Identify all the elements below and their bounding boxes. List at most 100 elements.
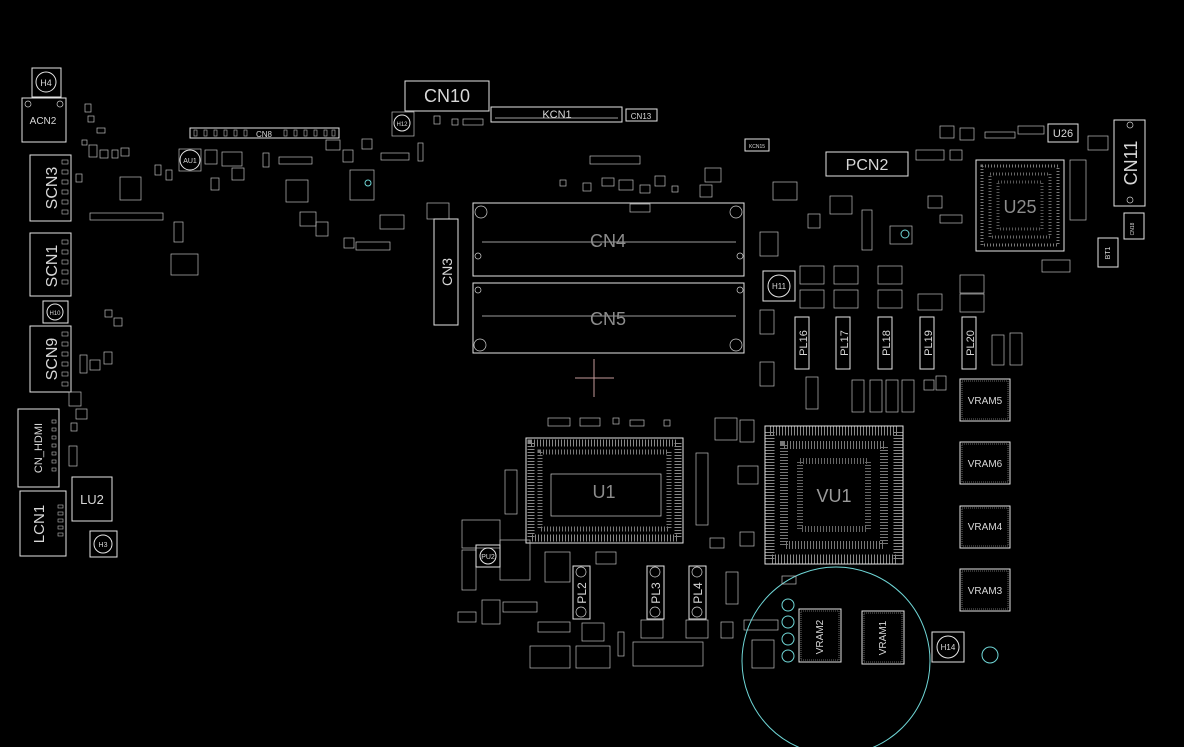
chip-pu2[interactable]: PU2	[475, 544, 501, 568]
small-components-top-left	[154, 111, 484, 251]
inductor-pl19[interactable]: PL19	[919, 316, 935, 370]
label-scn9: SCN9	[44, 338, 61, 381]
chip-vram6[interactable]: VRAM6	[959, 441, 1011, 485]
small-components-left	[68, 103, 199, 467]
small-components-bottom-center	[457, 571, 779, 669]
chip-u1[interactable]: U1	[525, 437, 684, 544]
label-h4: H4	[40, 78, 52, 88]
inductor-pl20[interactable]: PL20	[961, 316, 977, 370]
chip-vram3[interactable]: VRAM3	[959, 568, 1011, 612]
cursor-crosshair	[575, 359, 614, 397]
hole-h14[interactable]: H14	[931, 631, 965, 663]
label-cn13: CN13	[631, 112, 652, 121]
label-pl2: PL2	[575, 582, 589, 604]
connector-kcn1[interactable]: KCN1	[490, 106, 623, 123]
label-pl17: PL17	[839, 330, 851, 356]
label-h11: H11	[772, 282, 787, 291]
label-lcn1: LCN1	[31, 505, 48, 543]
label-scn1: SCN1	[44, 245, 61, 288]
power-caps-row	[759, 265, 1023, 413]
label-cn18: CN18	[1130, 222, 1136, 235]
label-u1: U1	[592, 482, 615, 502]
chip-vram2[interactable]: VRAM2	[798, 608, 842, 663]
via-marker	[900, 229, 910, 239]
connector-cn13[interactable]: CN13	[625, 108, 658, 122]
label-pl20: PL20	[965, 330, 977, 356]
hole-h11[interactable]: H11	[762, 270, 796, 302]
connector-scn1[interactable]: SCN1	[29, 232, 72, 297]
connector-kcn15[interactable]: KCN15	[744, 138, 770, 152]
label-pcn2: PCN2	[846, 157, 889, 174]
inductor-pl4[interactable]: PL4	[688, 565, 707, 620]
via-marker	[364, 179, 372, 187]
chip-u25[interactable]: U25	[975, 159, 1065, 252]
hole-h3[interactable]: H3	[89, 530, 118, 558]
inductor-pl2[interactable]: PL2	[572, 565, 591, 620]
label-vram1: VRAM1	[878, 620, 889, 655]
label-kcn15: KCN15	[749, 144, 765, 150]
label-vram3: VRAM3	[968, 586, 1003, 597]
connector-cn8[interactable]: CN8	[189, 127, 340, 139]
hole-h12[interactable]: H12	[393, 114, 411, 132]
chip-au1[interactable]: AU1	[178, 148, 202, 172]
connector-cn4[interactable]: CN4	[472, 202, 745, 277]
label-cn8: CN8	[256, 130, 273, 139]
label-lu2: LU2	[80, 492, 104, 507]
label-cn-hdmi: CN_HDMI	[33, 423, 45, 473]
label-h3: H3	[99, 542, 108, 549]
connector-cn3[interactable]: CN3	[433, 218, 459, 326]
label-cn5: CN5	[590, 309, 626, 329]
connector-scn3[interactable]: SCN3	[29, 154, 72, 222]
connector-cn11[interactable]: CN11	[1113, 119, 1146, 207]
label-vram6: VRAM6	[968, 459, 1003, 470]
connector-cn10[interactable]: CN10	[404, 80, 490, 112]
hole-h10[interactable]: H10	[42, 300, 69, 324]
inductor-pl17[interactable]: PL17	[835, 316, 851, 370]
label-vram5: VRAM5	[968, 396, 1003, 407]
label-pl3: PL3	[649, 582, 663, 604]
label-kcn1: KCN1	[542, 109, 571, 121]
label-cn10: CN10	[424, 86, 470, 106]
label-vram2: VRAM2	[815, 619, 826, 654]
chip-vram1[interactable]: VRAM1	[861, 610, 905, 665]
label-pl4: PL4	[691, 582, 705, 604]
label-au1: AU1	[183, 158, 197, 165]
inductor-pl18[interactable]: PL18	[877, 316, 893, 370]
chip-vram4[interactable]: VRAM4	[959, 505, 1011, 549]
chip-vram5[interactable]: VRAM5	[959, 378, 1011, 422]
inductor-pl16[interactable]: PL16	[794, 316, 810, 370]
chip-lu2[interactable]: LU2	[71, 476, 113, 522]
label-h14: H14	[941, 643, 956, 652]
label-cn3: CN3	[439, 258, 455, 286]
chip-vu1[interactable]: VU1	[764, 425, 904, 565]
label-vu1: VU1	[816, 486, 851, 506]
label-pl16: PL16	[798, 330, 810, 356]
small-components-around-u1	[461, 417, 759, 591]
label-bt1: BT1	[1105, 246, 1112, 259]
battery-bt1[interactable]: BT1	[1097, 237, 1119, 268]
label-pl18: PL18	[881, 330, 893, 356]
inductor-pl3[interactable]: PL3	[646, 565, 665, 620]
label-h12: H12	[396, 122, 408, 128]
label-h10: H10	[49, 311, 61, 317]
small-components-misc	[781, 334, 1005, 585]
label-scn3: SCN3	[44, 167, 61, 210]
chip-u26[interactable]: U26	[1047, 123, 1079, 143]
connector-acn2[interactable]: ACN2	[21, 97, 67, 143]
heatsink-outline	[741, 566, 999, 747]
connector-pcn2[interactable]: PCN2	[825, 151, 909, 177]
connector-lcn1[interactable]: LCN1	[19, 490, 67, 557]
small-components-above-cn4	[559, 155, 722, 213]
label-u25: U25	[1003, 197, 1036, 217]
connector-cn5[interactable]: CN5	[472, 282, 745, 354]
connector-cn-hdmi[interactable]: CN_HDMI	[17, 408, 60, 488]
connector-cn18[interactable]: CN18	[1123, 212, 1145, 240]
label-pu2: PU2	[481, 554, 495, 561]
label-cn11: CN11	[1121, 141, 1141, 186]
small-components-top-right	[759, 125, 1109, 273]
label-pl19: PL19	[923, 330, 935, 356]
hole-h4[interactable]: H4	[31, 67, 62, 98]
connector-scn9[interactable]: SCN9	[29, 325, 72, 393]
label-acn2: ACN2	[30, 116, 57, 127]
